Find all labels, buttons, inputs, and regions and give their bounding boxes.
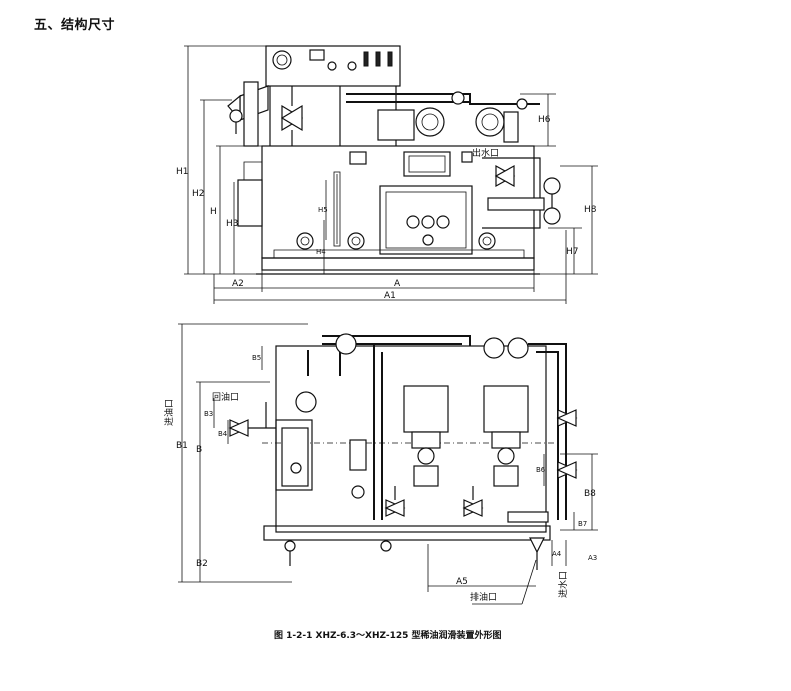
dim-H2: H2 [192,189,205,199]
top-view: B1 B B2 B3 B4 B5 B6 B7 B8 A4 A3 A5 回油口 进… [163,323,598,605]
dim-B1: B1 [176,441,188,451]
dim-A2: A2 [232,279,244,289]
dim-A4: A4 [552,550,562,558]
dim-B2: B2 [196,559,208,569]
oil-inlet-label: 进油口 [163,399,175,426]
dim-H1: H1 [176,167,189,177]
dim-H6: H6 [538,115,551,125]
dim-B5: B5 [252,354,261,362]
figure-caption: 图 1-2-1 XHZ-6.3～XHZ-125 型稀油润滑装置外形图 [274,629,502,641]
dim-H: H [210,207,217,217]
dim-B6: B6 [536,466,546,474]
dim-A1: A1 [384,291,396,301]
outlet-label: 出水口 [472,147,499,159]
dim-B7: B7 [578,520,587,528]
dim-H4: H4 [316,248,326,256]
dim-A5: A5 [456,577,468,587]
dim-A3: A3 [588,554,597,562]
dim-B3: B3 [204,410,213,418]
dim-B: B [196,445,202,455]
front-view: 出水口 H1 H2 H H3 H4 H5 H6 H7 H8 [176,45,598,304]
dim-B8: B8 [584,489,596,499]
dim-H8: H8 [584,205,597,215]
dim-B4: B4 [218,430,228,438]
dim-A: A [394,279,401,289]
dim-H7: H7 [566,247,579,257]
drain-oil-label: 排油口 [470,591,497,603]
section-heading: 五、结构尺寸 [34,18,116,33]
dim-H5: H5 [318,206,328,214]
dim-H3: H3 [226,219,239,229]
return-oil-label: 回油口 [212,391,239,403]
water-inlet-label: 进水口 [557,571,569,598]
